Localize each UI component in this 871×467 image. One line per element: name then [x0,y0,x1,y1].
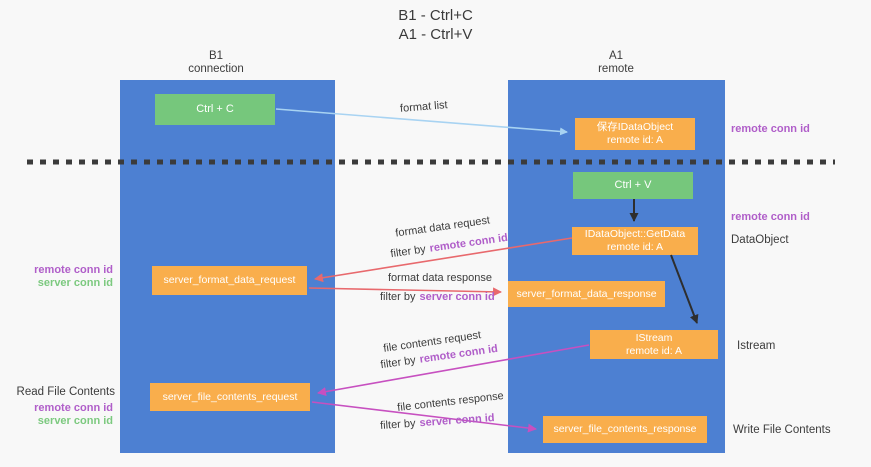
column-header-b1: B1 connection [146,50,286,76]
server-format-data-request-label: server_format_data_request [163,274,296,286]
column-b1-name: B1 [208,50,224,62]
save-idataobject-line1: 保存IDataObject [596,121,674,133]
filter-by-text: filter by [380,291,416,303]
save-idataobject-node: 保存IDataObject remote id: A [575,118,695,150]
server-format-data-request-node: server_format_data_request [152,266,307,295]
remote-conn-id-annotation-2: remote conn id [731,211,810,223]
read-file-contents-annotation: Read File Contents [16,386,115,398]
server-format-data-response-label: server_format_data_response [516,287,657,300]
remote-conn-id-text: remote conn id [428,231,509,255]
save-idataobject-line2: remote id: A [606,134,664,146]
server-file-contents-request-label: server_file_contents_request [162,390,298,403]
filter-by-text: filter by [379,417,416,432]
left-server-conn-id-annotation-2: server conn id [37,415,113,427]
istream-node: IStream remote id: A [590,330,718,359]
getdata-line1: IDataObject::GetData [584,228,686,240]
write-file-contents-annotation: Write File Contents [733,424,831,436]
left-remote-conn-id-annotation-2: remote conn id [34,402,113,414]
server-file-contents-response-label: server_file_contents_response [553,423,697,435]
column-a1-name: A1 [608,50,624,62]
column-header-a1: A1 remote [546,50,686,76]
left-remote-conn-id-annotation-1: remote conn id [34,264,113,276]
ctrl-c-node: Ctrl + C [155,94,275,125]
istream-annotation: Istream [737,340,776,352]
server-format-data-response-node: server_format_data_response [508,281,665,307]
format-list-label: format list [399,99,449,115]
ctrl-c-label: Ctrl + C [196,103,234,115]
diagram-title: B1 - Ctrl+C A1 - Ctrl+V [0,6,871,44]
dataobject-annotation: DataObject [731,234,789,246]
getdata-line2: remote id: A [606,241,664,253]
istream-line2: remote id: A [625,344,683,357]
idataobject-getdata-node: IDataObject::GetData remote id: A [572,227,698,255]
server-file-contents-response-node: server_file_contents_response [543,416,707,443]
istream-line1: IStream [635,331,673,344]
title-line-1: B1 - Ctrl+C [398,7,473,24]
remote-conn-id-annotation-1: remote conn id [731,123,810,135]
format-data-response-label: format data response [388,272,492,284]
column-b1-subtitle: connection [188,63,244,75]
column-a1-subtitle: remote [598,63,634,75]
filter-by-text: filter by [389,243,427,261]
ctrl-v-node: Ctrl + V [573,172,693,199]
title-line-2: A1 - Ctrl+V [398,26,473,43]
ctrl-v-label: Ctrl + V [614,179,652,191]
filter-by-text: filter by [379,354,417,372]
server-conn-id-text: server conn id [419,291,495,303]
left-server-conn-id-annotation-1: server conn id [37,277,113,289]
server-file-contents-request-node: server_file_contents_request [150,383,310,411]
file-contents-response-label: file contents response [396,389,505,415]
server-conn-id-text: server conn id [419,412,495,430]
